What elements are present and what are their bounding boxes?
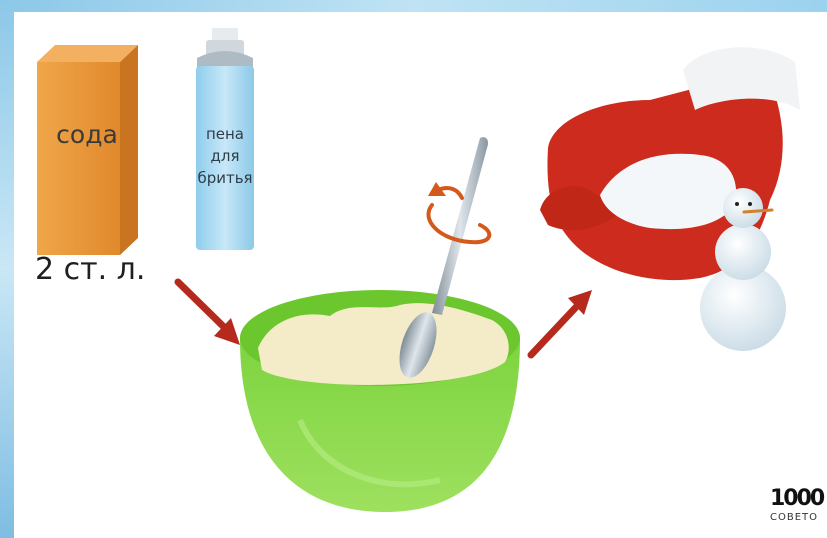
amount-label: 2 ст. л.: [35, 252, 145, 287]
soda-box: [37, 45, 138, 255]
foam-can-label-line3: бритья: [190, 167, 260, 189]
foam-can-label-line2: для: [190, 145, 260, 167]
mixing-bowl: [240, 290, 520, 512]
logo-number: 1000: [770, 486, 823, 511]
logo-word: СОВЕТО: [770, 512, 818, 523]
arrow-right: [531, 290, 592, 355]
foam-can-label-line1: пена: [190, 123, 260, 145]
arrow-left: [178, 282, 240, 345]
foam-can-label: пена для бритья: [190, 123, 260, 189]
soda-label: сода: [42, 120, 132, 149]
